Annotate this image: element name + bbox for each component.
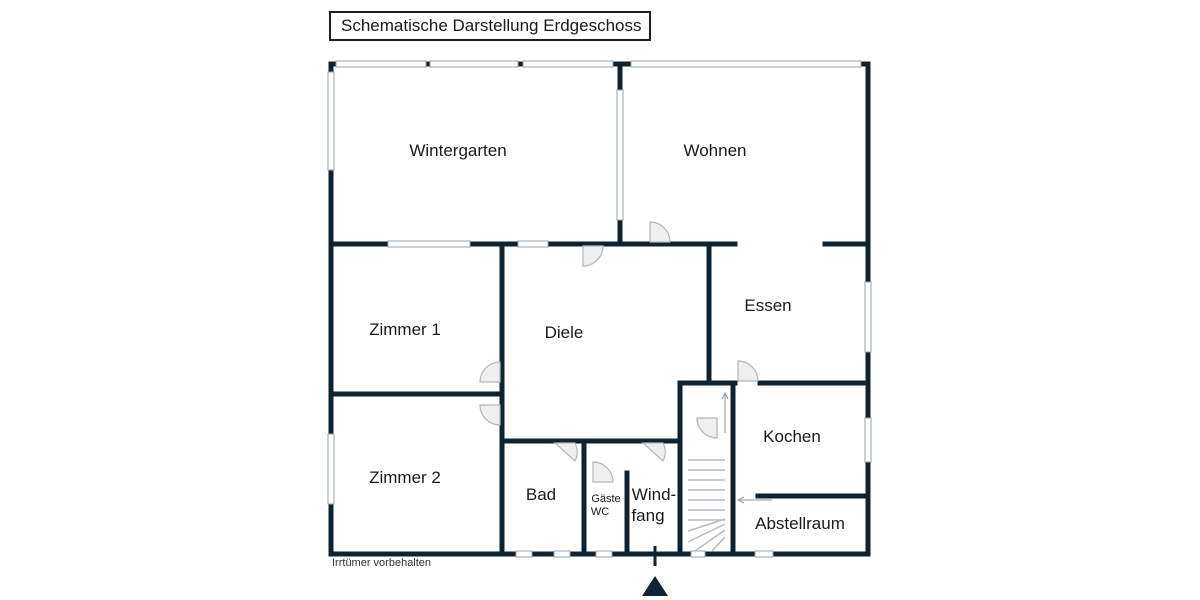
window bbox=[387, 240, 471, 248]
door-zimmer1 bbox=[479, 361, 501, 383]
stair-step bbox=[687, 523, 726, 543]
door-bad bbox=[553, 442, 578, 462]
label-diele: Diele bbox=[545, 323, 584, 342]
staircase bbox=[687, 459, 726, 552]
label-zimmer2: Zimmer 2 bbox=[369, 468, 441, 487]
annotations bbox=[721, 391, 772, 504]
window bbox=[515, 550, 533, 558]
label-windfang-line1: Wind- bbox=[632, 485, 676, 504]
guide-arrow bbox=[721, 391, 729, 400]
window bbox=[429, 60, 519, 68]
label-abstellraum: Abstellraum bbox=[755, 514, 845, 533]
label-kochen: Kochen bbox=[763, 427, 821, 446]
window bbox=[327, 71, 335, 171]
label-wintergarten: Wintergarten bbox=[409, 141, 506, 160]
entrance-triangle bbox=[642, 576, 668, 596]
window bbox=[595, 550, 613, 558]
stair-step bbox=[694, 529, 726, 552]
window bbox=[335, 60, 427, 68]
door-stairs bbox=[696, 417, 718, 439]
window bbox=[754, 550, 774, 558]
guide-arrow bbox=[736, 496, 745, 504]
window bbox=[616, 89, 624, 221]
window bbox=[864, 417, 872, 463]
label-gaeste-line2: WC bbox=[591, 506, 609, 518]
stair-step bbox=[711, 536, 726, 552]
disclaimer: Irrtümer vorbehalten bbox=[332, 557, 432, 569]
window bbox=[517, 240, 549, 248]
door-diele-wintergarten bbox=[582, 245, 604, 267]
label-gaeste-line1: Gäste bbox=[591, 493, 620, 505]
windows bbox=[327, 60, 872, 558]
stair-step bbox=[687, 518, 726, 532]
door-essen-kochen bbox=[737, 360, 759, 382]
label-essen: Essen bbox=[744, 296, 791, 315]
room-labels: Wintergarten Wohnen Zimmer 1 Diele Essen… bbox=[369, 141, 845, 533]
window bbox=[864, 281, 872, 353]
plan-title: Schematische Darstellung Erdgeschoss bbox=[329, 11, 651, 41]
door-windfang bbox=[641, 442, 666, 462]
entrance-arrow-icon bbox=[642, 546, 668, 596]
label-bad: Bad bbox=[526, 485, 556, 504]
door-zimmer2 bbox=[479, 404, 501, 426]
window bbox=[327, 433, 335, 505]
doors bbox=[479, 221, 759, 483]
label-zimmer1: Zimmer 1 bbox=[369, 320, 441, 339]
label-windfang-line2: fang bbox=[631, 506, 664, 525]
label-wohnen: Wohnen bbox=[683, 141, 746, 160]
window bbox=[553, 550, 571, 558]
door-gaeste-wc bbox=[592, 461, 614, 483]
window bbox=[522, 60, 614, 68]
window bbox=[690, 550, 706, 558]
window bbox=[630, 60, 862, 68]
door-diele-wohnen bbox=[649, 221, 671, 243]
